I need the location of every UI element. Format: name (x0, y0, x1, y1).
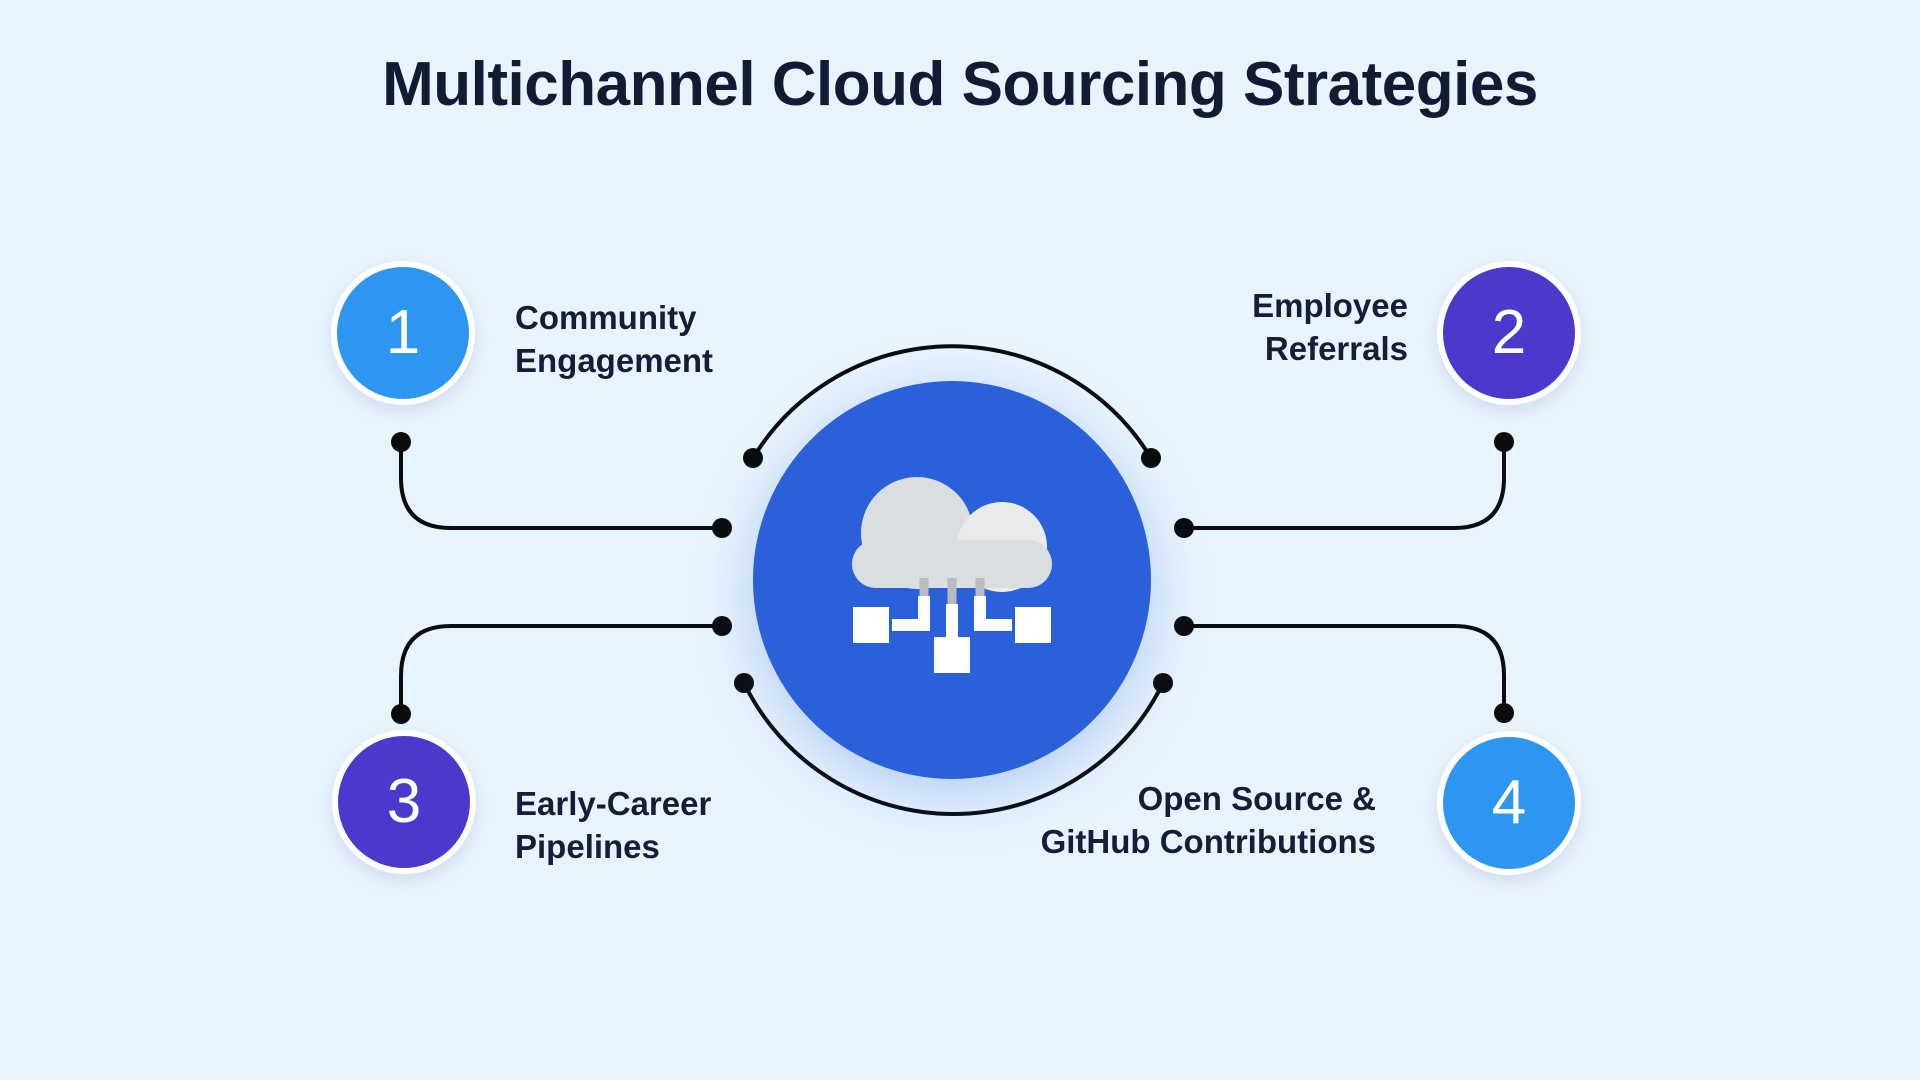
dot (734, 673, 754, 693)
dot (1153, 673, 1173, 693)
dot (391, 704, 411, 724)
dot (712, 518, 732, 538)
connector-dots (391, 432, 1514, 724)
step-number-3: 3 (386, 767, 422, 836)
step-circle-2: 2 (1437, 261, 1581, 405)
step-number-1: 1 (385, 298, 421, 367)
label-line: Community (515, 299, 697, 336)
connector-top-left (399, 440, 724, 530)
step-label-employee-referrals: Employee Referrals (1252, 284, 1408, 370)
label-line: Referrals (1264, 330, 1408, 367)
dot (743, 448, 763, 468)
arc-top (751, 344, 1153, 460)
step-label-community-engagement: Community Engagement (515, 296, 713, 382)
cloud-network-icon (852, 477, 1052, 673)
step-circle-1: 1 (331, 261, 475, 405)
step-number-2: 2 (1491, 298, 1527, 367)
dot (712, 616, 732, 636)
label-line: Engagement (515, 342, 714, 379)
label-line: Employee (1252, 287, 1408, 324)
dot (1494, 432, 1514, 452)
dot (1174, 616, 1194, 636)
label-line: Open Source & (1137, 780, 1376, 817)
page-title: Multichannel Cloud Sourcing Strategies (382, 50, 1538, 119)
step-circle-4: 4 (1437, 731, 1581, 875)
connector-bottom-left (399, 624, 724, 716)
connector-top-right (1182, 440, 1506, 530)
dot (1174, 518, 1194, 538)
step-label-open-source-github: Open Source & GitHub Contributions (1041, 777, 1376, 863)
label-line: Pipelines (515, 828, 660, 865)
dot (1494, 703, 1514, 723)
arc-bottom (742, 681, 1165, 816)
dot (391, 432, 411, 452)
step-circle-3: 3 (332, 730, 476, 874)
label-line: Early-Career (515, 785, 712, 822)
step-number-4: 4 (1491, 768, 1527, 837)
connector-bottom-right (1182, 624, 1506, 715)
dot (1141, 448, 1161, 468)
label-line: GitHub Contributions (1040, 823, 1376, 860)
step-label-early-career-pipelines: Early-Career Pipelines (515, 782, 711, 868)
